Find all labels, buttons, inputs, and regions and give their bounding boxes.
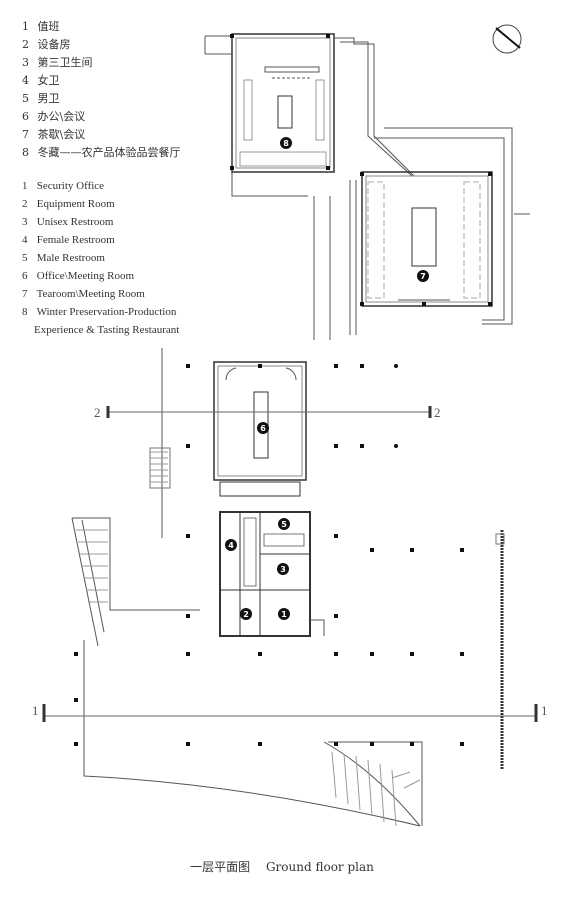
section-mark-2-right: 2 xyxy=(434,405,441,420)
section-mark-1-right: 1 xyxy=(541,703,548,718)
caption-english: Ground floor plan xyxy=(265,860,374,874)
svg-text:8: 8 xyxy=(283,139,289,148)
legend-en-item: 3 Unisex Restroom xyxy=(22,216,114,228)
caption-chinese: 一层平面图 xyxy=(190,860,251,874)
room-marker-3: 3 xyxy=(277,563,289,575)
svg-text:7: 7 xyxy=(420,272,426,281)
room-marker-6: 6 xyxy=(257,422,269,434)
legend-cn-item: 5 男卫 xyxy=(22,92,60,105)
building-restaurant xyxy=(204,33,415,177)
legend-chinese: 1 值班 2 设备房 3 第三卫生间 4 女卫 5 男卫 6 办公\会议 7 茶… xyxy=(22,18,181,162)
legend-en-item: 4 Female Restroom xyxy=(22,234,115,246)
legend-english: 1 Security Office 2 Equipment Room 3 Uni… xyxy=(22,177,179,339)
room-marker-5: 5 xyxy=(278,518,290,530)
legend-cn-item: 3 第三卫生间 xyxy=(22,56,93,69)
legend-cn-item: 6 办公\会议 xyxy=(22,110,86,123)
svg-text:2: 2 xyxy=(243,610,249,619)
svg-text:5: 5 xyxy=(281,520,287,529)
svg-text:3: 3 xyxy=(280,565,286,574)
drawing-caption: 一层平面图 Ground floor plan xyxy=(0,858,564,875)
legend-en-item-continuation: Experience & Tasting Restaurant xyxy=(34,324,180,336)
section-mark-1-left: 1 xyxy=(32,703,39,718)
room-marker-1: 1 xyxy=(278,608,290,620)
room-marker-2: 2 xyxy=(240,608,252,620)
legend-en-item: 5 Male Restroom xyxy=(22,252,105,264)
legend-en-item: 7 Tearoom\Meeting Room xyxy=(22,288,145,300)
legend-cn-item: 8 冬藏——农产品体验品尝餐厅 xyxy=(22,146,181,159)
legend-en-item: 1 Security Office xyxy=(22,180,105,192)
legend-en-item: 8 Winter Preservation-Production xyxy=(22,306,177,318)
svg-text:6: 6 xyxy=(260,424,266,433)
legend-cn-item: 7 茶歇\会议 xyxy=(22,128,86,141)
legend-cn-item: 1 值班 xyxy=(22,20,60,33)
north-arrow-icon xyxy=(492,24,522,54)
building-tearoom xyxy=(361,171,493,307)
section-mark-2-left: 2 xyxy=(94,405,101,420)
legend-cn-item: 2 设备房 xyxy=(22,38,71,51)
svg-text:4: 4 xyxy=(228,541,234,550)
room-marker-4: 4 xyxy=(225,539,237,551)
building-restrooms xyxy=(219,511,325,637)
legend-cn-item: 4 女卫 xyxy=(22,74,60,87)
room-marker-8: 8 xyxy=(280,137,292,149)
legend-en-item: 6 Office\Meeting Room xyxy=(22,270,134,282)
room-marker-7: 7 xyxy=(417,270,429,282)
svg-text:1: 1 xyxy=(281,610,287,619)
legend-en-item: 2 Equipment Room xyxy=(22,198,115,210)
